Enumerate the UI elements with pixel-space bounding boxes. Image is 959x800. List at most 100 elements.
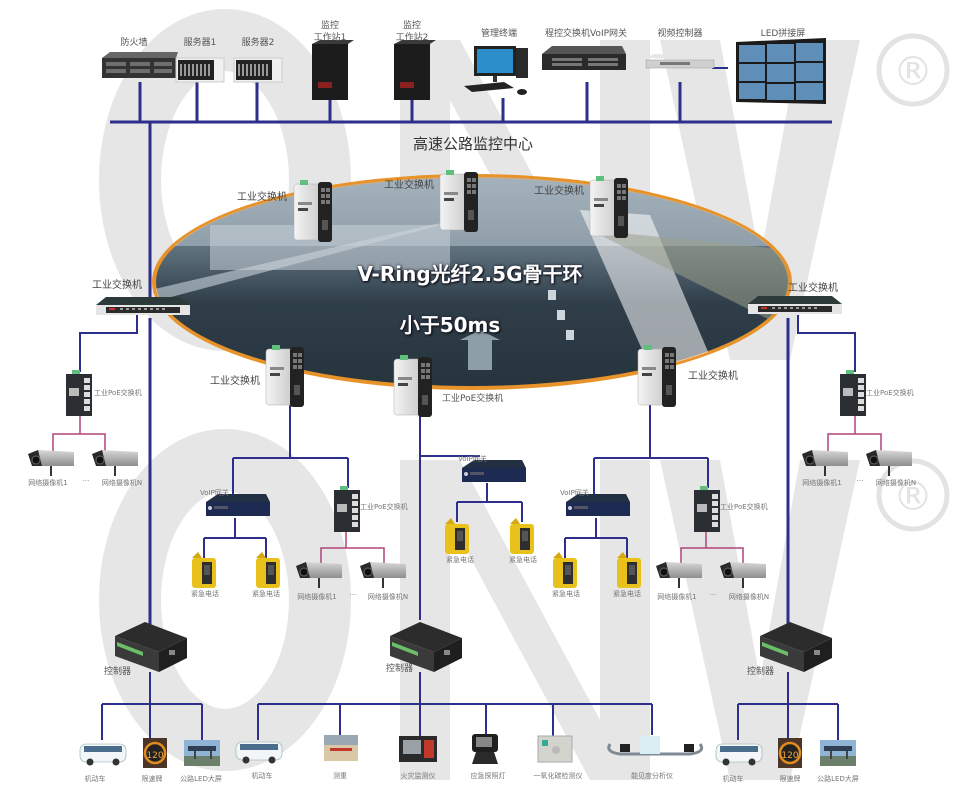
label-voip-gateway: VoIP网关: [200, 489, 229, 497]
label-workstation-2-line2: 工作站2: [395, 33, 429, 43]
label-poe-switch: 工业PoE交换机: [866, 389, 914, 397]
label-emergency-phone: 紧急电话: [509, 556, 537, 564]
weigh-station-icon: [324, 735, 358, 761]
camera-icon: [655, 561, 703, 589]
label-camera-1: 网络摄像机1: [657, 593, 697, 601]
emergency-phone-icon: [445, 518, 469, 554]
left-rack-switch-icon: [96, 297, 190, 315]
emergency-phone-icon: [617, 552, 641, 588]
camera-icon: [27, 449, 75, 477]
label-firewall: 防火墙: [120, 38, 148, 48]
label-camera-n: 网络摄像机N: [101, 479, 143, 487]
registered-mark: ®: [893, 474, 933, 520]
label-speed-limit-sign: 限速牌: [141, 775, 163, 783]
monitoring-center-title: 高速公路监控中心: [412, 135, 534, 153]
ring-switch-icon: [439, 169, 479, 233]
visibility-analyzer-icon: [607, 736, 704, 756]
fire-monitor-icon: [399, 736, 437, 762]
label-server-1: 服务器1: [183, 38, 217, 48]
emergency-searchlight-icon: [472, 734, 498, 764]
emergency-phone-icon: [553, 552, 577, 588]
label-camera-1: 网络摄像机1: [802, 479, 842, 487]
poe-switch-icon: [334, 486, 360, 532]
label-left-switch: 工业交换机: [92, 280, 142, 291]
label-emergency-phone: 紧急电话: [446, 556, 474, 564]
label-pbx-voip-gateway: 程控交换机VoIP网关: [544, 29, 628, 39]
label-voip-gateway: VoIP网关: [560, 489, 589, 497]
label-workstation-1-line1: 监控: [320, 21, 340, 31]
emergency-phone-icon: [256, 552, 280, 588]
label-emergency-phone: 紧急电话: [613, 590, 641, 598]
registered-mark: ®: [893, 49, 933, 95]
label-management-terminal: 管理终端: [480, 29, 518, 39]
label-controller: 控制器: [104, 667, 132, 677]
led-display-icon: [820, 740, 856, 766]
ellipsis: ···: [856, 477, 864, 485]
right-rack-switch-icon: [748, 296, 842, 314]
label-emergency-phone: 紧急电话: [252, 590, 280, 598]
led-display-icon: [184, 740, 220, 766]
ellipsis: ···: [709, 591, 717, 599]
label-emergency-phone: 紧急电话: [191, 590, 219, 598]
label-camera-n: 网络摄像机N: [875, 479, 917, 487]
workstation-2-icon: [394, 40, 436, 100]
camera-icon: [91, 449, 139, 477]
ellipsis: ···: [349, 591, 357, 599]
label-visibility-analyzer: 能见度分析仪: [631, 772, 673, 780]
label-controller: 控制器: [386, 664, 414, 674]
controller-icon: [115, 622, 187, 672]
label-server-2: 服务器2: [241, 38, 275, 48]
vehicle-icon: [79, 743, 127, 766]
poe-switch-icon: [66, 370, 92, 416]
label-fire-monitor: 火灾监测仪: [400, 772, 436, 780]
label-right-switch: 工业交换机: [788, 283, 838, 294]
svg-text:120: 120: [781, 751, 798, 761]
label-poe-switch: 工业PoE交换机: [360, 503, 408, 511]
co-detector-icon: [537, 735, 573, 763]
label-ring-switch: 工业交换机: [384, 180, 434, 191]
label-camera-1: 网络摄像机1: [297, 593, 337, 601]
ring-switch-icon: [637, 344, 677, 408]
firewall-icon: [102, 52, 178, 78]
emergency-phone-icon: [510, 518, 534, 554]
pbx-voip-gateway-icon: [542, 46, 626, 70]
label-led-display: 公路LED大屏: [180, 775, 222, 783]
label-camera-1: 网络摄像机1: [28, 479, 68, 487]
camera-icon: [295, 561, 343, 589]
label-ring-poe-switch: 工业PoE交换机: [442, 394, 504, 404]
label-emergency-searchlight: 应急探照灯: [470, 772, 506, 780]
label-vehicle: 机动车: [722, 775, 744, 783]
ring-latency: 小于50ms: [399, 313, 501, 337]
server-2-icon: [233, 57, 283, 83]
vehicle-icon: [235, 741, 283, 764]
label-poe-switch: 工业PoE交换机: [720, 503, 768, 511]
management-terminal-icon: [464, 46, 528, 95]
camera-icon: [359, 561, 407, 589]
poe-switch-icon: [840, 370, 866, 416]
label-camera-n: 网络摄像机N: [367, 593, 409, 601]
speed-limit-sign-icon: 120: [141, 736, 169, 770]
label-controller: 控制器: [747, 667, 775, 677]
label-camera-n: 网络摄像机N: [728, 593, 770, 601]
label-ring-switch: 工业交换机: [688, 371, 738, 382]
ellipsis: ···: [82, 477, 90, 485]
poe-switch-icon: [694, 486, 720, 532]
label-co-detector: 一氧化碳检测仪: [533, 772, 583, 780]
label-vehicle: 机动车: [84, 775, 106, 783]
label-ring-switch: 工业交换机: [237, 192, 287, 203]
label-weigh-station: 测重: [333, 772, 347, 780]
label-led-video-wall: LED拼接屏: [760, 29, 806, 39]
label-emergency-phone: 紧急电话: [552, 590, 580, 598]
label-ring-switch: 工业交换机: [534, 186, 584, 197]
led-video-wall-icon: [736, 38, 826, 104]
label-poe-switch: 工业PoE交换机: [94, 389, 142, 397]
label-ring-switch: 工业交换机: [210, 376, 260, 387]
svg-text:120: 120: [146, 751, 163, 761]
ring-switch-icon: [265, 344, 305, 408]
label-vehicle: 机动车: [251, 772, 273, 780]
emergency-phone-icon: [192, 552, 216, 588]
